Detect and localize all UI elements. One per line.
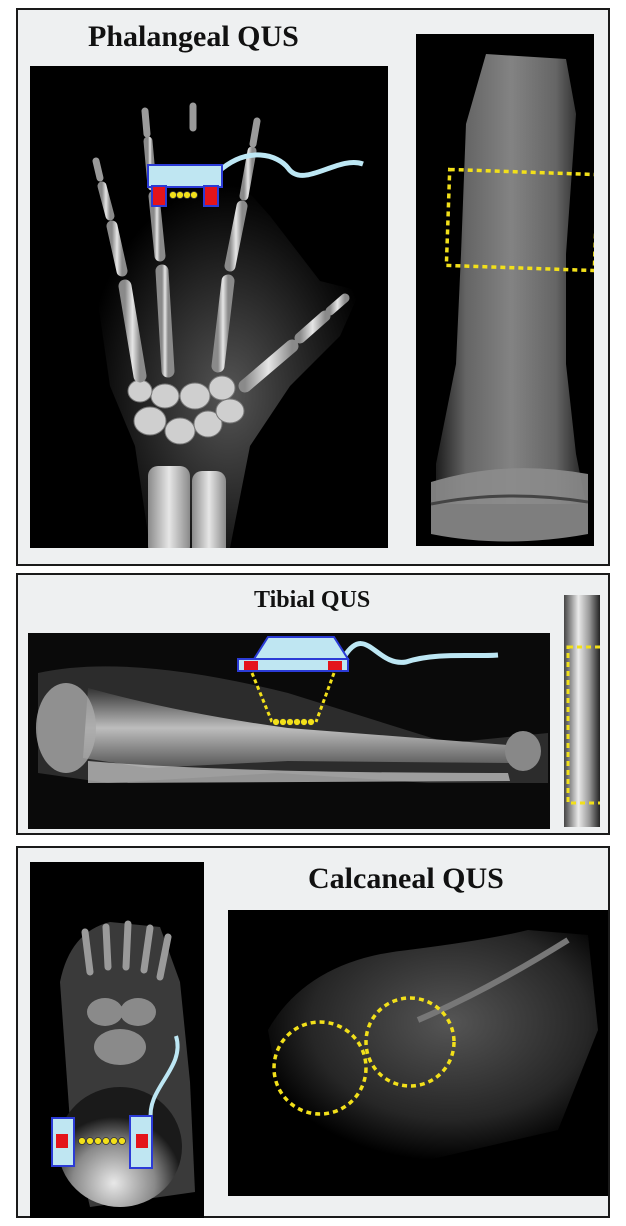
phalangeal-panel: Phalangeal QUS	[16, 8, 610, 566]
panel-title-phalangeal: Phalangeal QUS	[88, 20, 299, 54]
hand-radiograph	[30, 66, 388, 548]
tibial-panel: Tibial QUS	[16, 573, 610, 835]
ultrasound-path-icon	[252, 673, 334, 726]
ultrasound-probe-icon	[138, 150, 368, 220]
calcaneal-panel: Calcaneal QUS	[16, 846, 610, 1218]
ultrasound-probe-icon	[236, 627, 506, 737]
phalanx-close-up	[416, 34, 594, 546]
ultrasound-path-icon	[79, 1138, 126, 1145]
panel-title-tibial: Tibial QUS	[254, 587, 370, 614]
tibia-strip	[564, 595, 600, 827]
panel-title-calcaneal: Calcaneal QUS	[308, 862, 504, 896]
calcaneus-close-up	[228, 910, 608, 1196]
transducer-icon	[46, 1028, 186, 1188]
